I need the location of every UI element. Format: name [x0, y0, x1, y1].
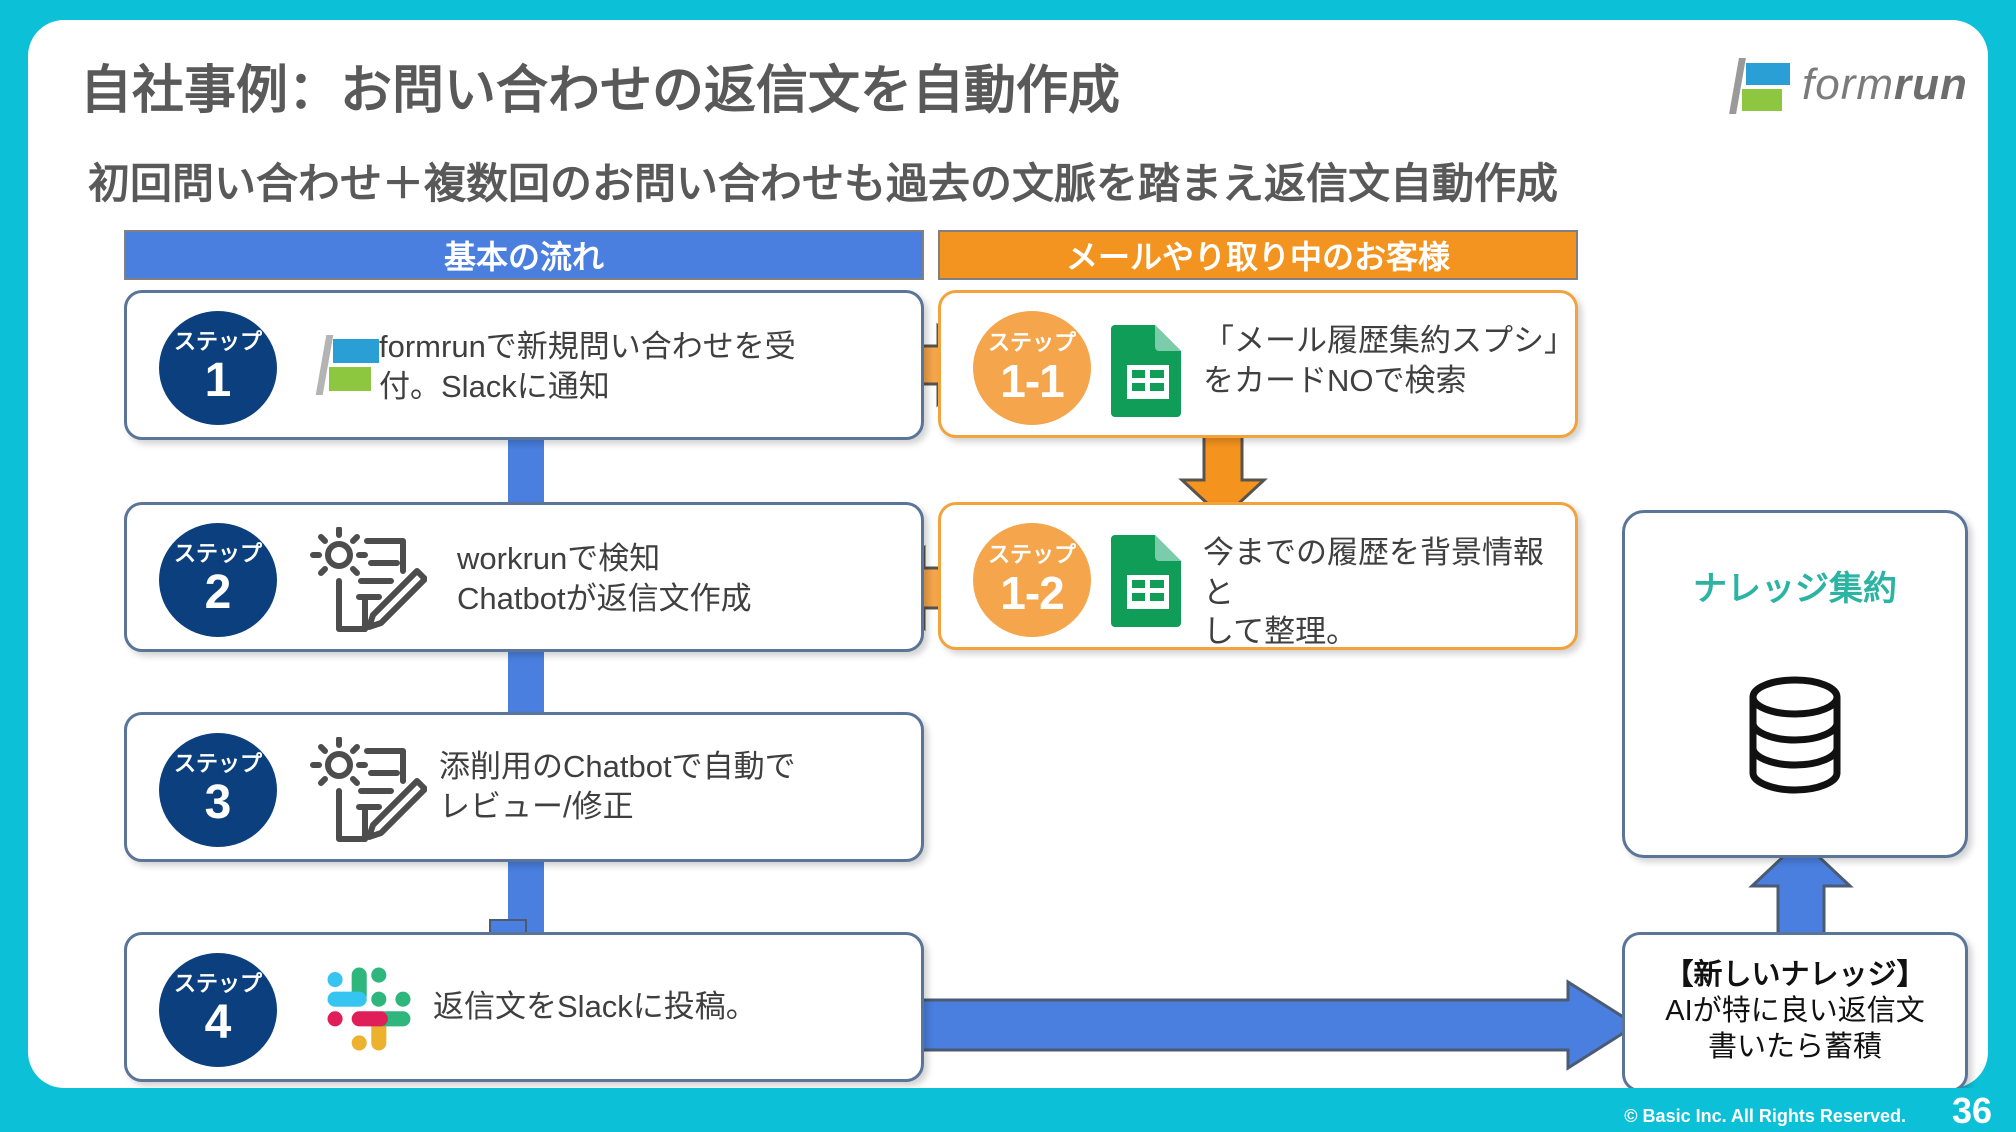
step-text-3: 添削用のChatbotで自動で レビュー/修正: [439, 747, 909, 826]
step-text-1-1-line1: 「メール履歴集約スプシ」: [1203, 323, 1575, 358]
step-card-3[interactable]: ステップ 3 添削用のChatbotで自動で レビュー/修正: [124, 712, 924, 862]
step-text-1-2-line2: して整理。: [1203, 614, 1358, 650]
page-subtitle: 初回問い合わせ＋複数回のお問い合わせも過去の文脈を踏まえ返信文自動作成: [88, 160, 1559, 207]
new-knowledge-panel[interactable]: 【新しいナレッジ】 AIが特に良い返信文 書いたら蓄積: [1622, 932, 1968, 1092]
step-badge-4: ステップ 4: [159, 953, 277, 1067]
step-text-1: formrunで新規問い合わせを受 付。Slackに通知: [379, 327, 919, 406]
step-text-1-1: 「メール履歴集約スプシ」 をカードNOで検索: [1203, 321, 1575, 400]
logo-text-bold: run: [1894, 60, 1968, 109]
knowledge-panel[interactable]: ナレッジ集約: [1622, 510, 1968, 858]
formrun-logo-mark-icon: [1728, 58, 1792, 114]
step-badge-label-1: ステップ: [173, 329, 262, 354]
connector-step2-step3: [508, 650, 544, 714]
new-knowledge-line3: 書いたら蓄積: [1707, 1030, 1882, 1063]
step-badge-1: ステップ 1: [159, 311, 277, 425]
step-text-2-line1: workrunで検知: [457, 541, 661, 576]
connector-step1-step2: [508, 438, 544, 504]
column-header-basic-flow: 基本の流れ: [124, 230, 924, 280]
step-badge-label-1-1: ステップ: [987, 330, 1076, 355]
step-card-1[interactable]: ステップ 1 formrunで新規問い合わせを受 付。Slackに通知: [124, 290, 924, 440]
google-sheets-icon: [1111, 325, 1181, 417]
logo-green-bar: [1742, 89, 1782, 111]
logo-wordmark: formrun: [1802, 60, 1968, 110]
step-badge-number-1-1: 1-1: [1000, 355, 1064, 407]
database-icon: [1749, 676, 1841, 794]
new-knowledge-line1: 【新しいナレッジ】: [1664, 959, 1926, 992]
step-text-1-2: 今までの履歴を背景情報と して整理。: [1203, 533, 1573, 652]
formrun-icon-blue-bar: [333, 339, 379, 363]
step-badge-label-2: ステップ: [173, 541, 262, 566]
step-card-4[interactable]: ステップ 4: [124, 932, 924, 1082]
step-text-4-line1: 返信文をSlackに投稿。: [433, 989, 757, 1024]
step-badge-number-1: 1: [204, 354, 232, 407]
step-text-3-line2: レビュー/修正: [439, 788, 634, 824]
step-badge-3: ステップ 3: [159, 733, 277, 847]
step-badge-1-2: ステップ 1-2: [973, 523, 1091, 637]
logo-blue-bar: [1746, 63, 1790, 85]
google-sheets-icon: [1111, 535, 1181, 627]
arrow-right-step4-to-new-knowledge-icon: [876, 979, 1639, 1071]
step-badge-2: ステップ 2: [159, 523, 277, 637]
logo-text-light: form: [1802, 60, 1894, 109]
step-badge-number-4: 4: [204, 996, 232, 1049]
step-card-1-1[interactable]: ステップ 1-1 「メール履歴集約スプシ」 をカードNOで検索: [938, 290, 1578, 438]
slack-icon: [327, 967, 411, 1051]
new-knowledge-line2: AIが特に良い返信文: [1665, 995, 1925, 1028]
step-badge-label-3: ステップ: [173, 751, 262, 776]
step-text-1-line2: 付。Slackに通知: [379, 368, 610, 404]
slide-card: 自社事例：お問い合わせの返信文を自動作成 初回問い合わせ＋複数回のお問い合わせも…: [28, 20, 1988, 1092]
gear-document-pencil-icon: [310, 737, 427, 842]
step-text-4: 返信文をSlackに投稿。: [433, 987, 903, 1027]
step-card-2[interactable]: ステップ 2 workrunで検知 Chatbotが返信文作成: [124, 502, 924, 652]
step-text-2: workrunで検知 Chatbotが返信文作成: [457, 539, 907, 618]
knowledge-title: ナレッジ集約: [1693, 570, 1897, 608]
formrun-icon-green-bar: [329, 367, 371, 391]
formrun-logo: formrun: [1728, 58, 1988, 116]
step-text-3-line1: 添削用のChatbotで自動で: [439, 749, 796, 784]
step-badge-number-3: 3: [204, 776, 232, 829]
step-card-1-2[interactable]: ステップ 1-2 今までの履歴を背景情報と して整理。: [938, 502, 1578, 650]
column-header-email-customer: メールやり取り中のお客様: [938, 230, 1578, 280]
step-text-1-1-line2: をカードNOで検索: [1203, 362, 1467, 398]
step-badge-number-2: 2: [204, 566, 232, 619]
page-title: 自社事例：お問い合わせの返信文を自動作成: [80, 62, 1121, 120]
step-badge-number-1-2: 1-2: [1000, 567, 1064, 619]
copyright-text: © Basic Inc. All Rights Reserved.: [1624, 1106, 1906, 1126]
step-badge-1-1: ステップ 1-1: [973, 311, 1091, 425]
step-text-2-line2: Chatbotが返信文作成: [457, 580, 752, 616]
gear-document-pencil-icon: [310, 527, 427, 632]
step-text-1-2-line1: 今までの履歴を背景情報と: [1203, 535, 1544, 610]
page-number: 36: [1951, 1090, 1992, 1131]
step-badge-label-1-2: ステップ: [987, 542, 1076, 567]
formrun-logo-icon: [315, 333, 381, 395]
footer-bar: [0, 1088, 2016, 1132]
step-badge-label-4: ステップ: [173, 971, 262, 996]
step-text-1-line1: formrunで新規問い合わせを受: [379, 329, 796, 364]
